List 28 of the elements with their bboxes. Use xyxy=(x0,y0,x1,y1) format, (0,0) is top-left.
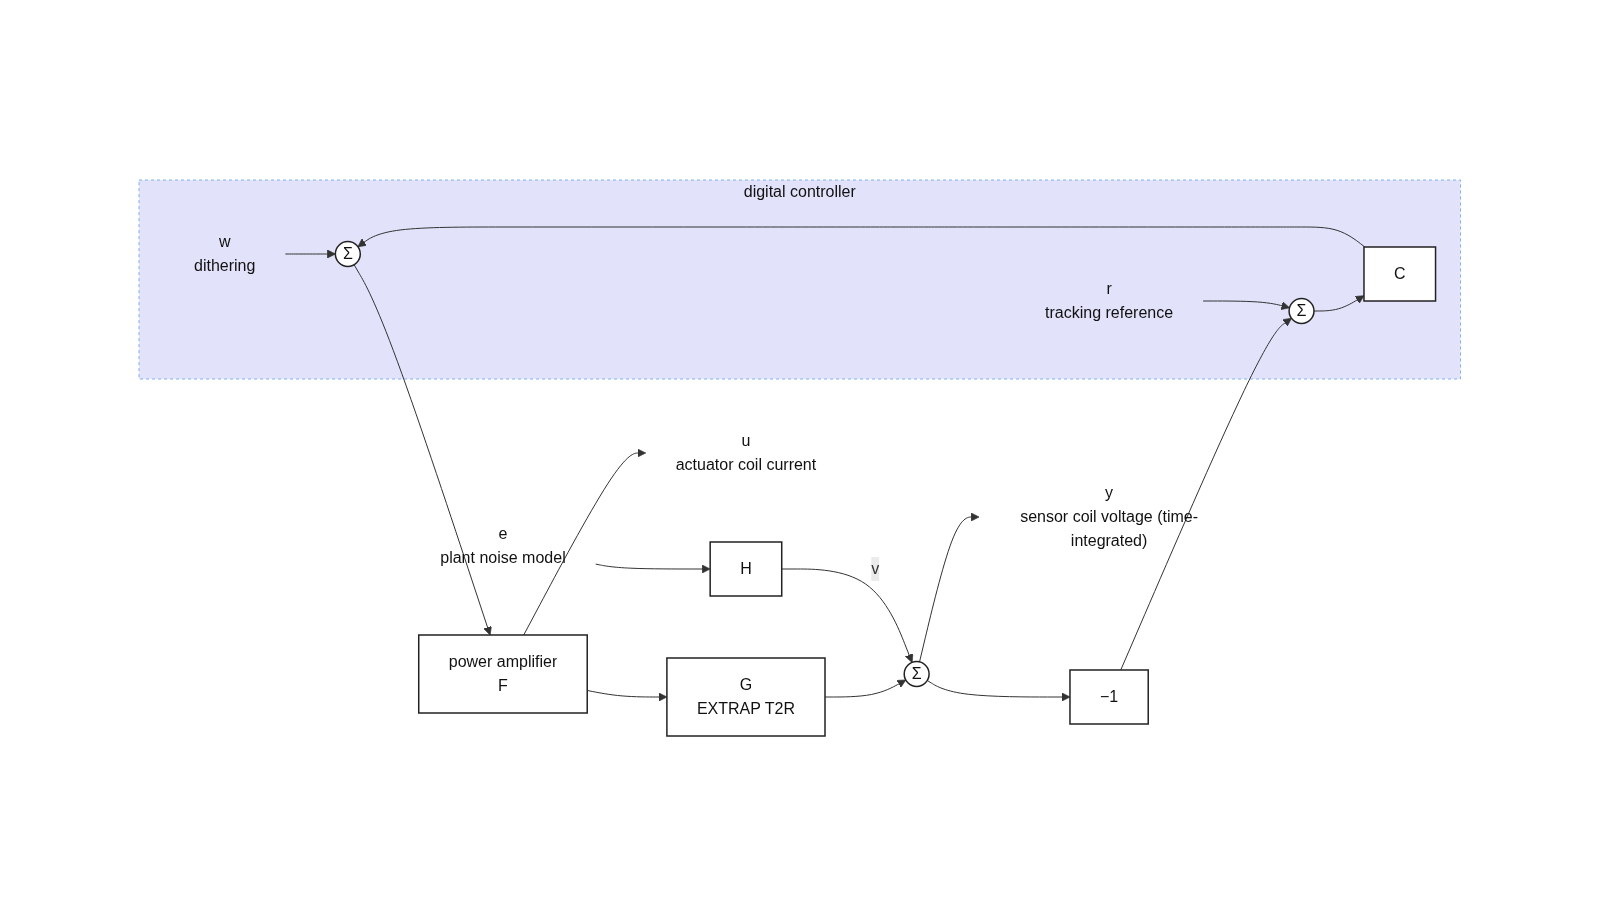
arrow xyxy=(918,512,980,662)
arrow xyxy=(1119,317,1292,670)
edge-label: v xyxy=(870,559,879,577)
node-label: tracking reference xyxy=(1044,303,1173,321)
node-circle: Σ xyxy=(1288,297,1315,324)
node-text: y xyxy=(1104,483,1113,501)
arrow xyxy=(353,263,492,635)
arrow xyxy=(586,689,667,701)
node-text: e xyxy=(498,524,508,542)
node-box: −1 xyxy=(1068,668,1149,725)
node-text: r xyxy=(1106,279,1112,297)
arrow xyxy=(522,448,646,635)
node-text: u xyxy=(741,431,751,449)
node-label: dithering xyxy=(193,256,256,274)
arrow xyxy=(357,226,1366,247)
arrow xyxy=(1202,300,1290,310)
node-box: power amplifier F xyxy=(417,633,588,714)
node-box: G EXTRAP T2R xyxy=(665,656,826,737)
arrow xyxy=(284,249,336,258)
node-label: plant noise model xyxy=(439,548,566,566)
node-circle: Σ xyxy=(334,240,361,267)
node-circle: Σ xyxy=(903,660,930,687)
node-box: C xyxy=(1362,245,1436,302)
node-label: sensor coil voltage (time-integrated) xyxy=(1019,507,1198,549)
node-text: w xyxy=(218,232,231,250)
node-box: H xyxy=(709,540,783,597)
node-label: actuator coil current xyxy=(675,455,816,473)
arrow xyxy=(824,679,906,697)
